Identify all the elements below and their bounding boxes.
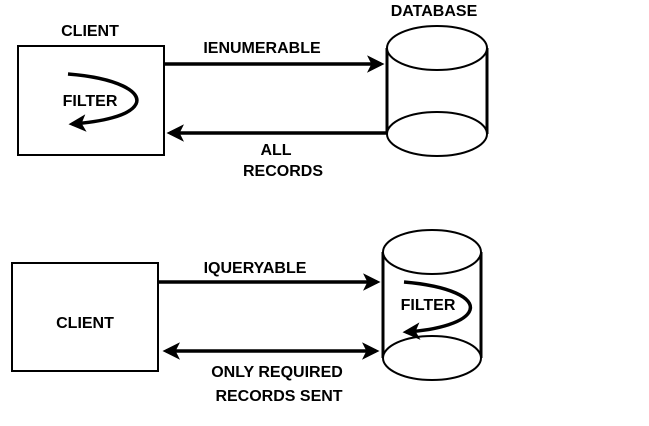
top-scenario: CLIENT FILTER DATABASE IENUMERABLE ALL R…	[17, 3, 489, 180]
top-client-filter-label: FILTER	[63, 93, 118, 110]
bottom-client-box	[11, 262, 159, 372]
top-client-box	[17, 45, 165, 156]
top-database-label: DATABASE	[391, 3, 478, 20]
top-request-label: IENUMERABLE	[203, 40, 321, 57]
bottom-response-label-line1: ONLY REQUIRED	[211, 364, 343, 381]
bottom-client-label: CLIENT	[56, 315, 114, 332]
top-response-label-line1: ALL	[260, 142, 291, 159]
bottom-database-filter-curved-arrow	[402, 280, 473, 340]
bottom-scenario: CLIENT FILTER IQUERYABLE ONLY REQUIRED R…	[11, 229, 483, 405]
top-response-label-line2: RECORDS	[243, 163, 323, 180]
top-database-cylinder	[385, 25, 489, 157]
bottom-database-filter-label: FILTER	[401, 297, 456, 314]
bottom-database-cylinder	[381, 229, 483, 381]
bottom-request-label: IQUERYABLE	[204, 260, 307, 277]
bottom-response-label-line2: RECORDS SENT	[215, 388, 342, 405]
top-client-label: CLIENT	[61, 23, 119, 40]
top-client-filter-curved-arrow	[67, 72, 139, 132]
